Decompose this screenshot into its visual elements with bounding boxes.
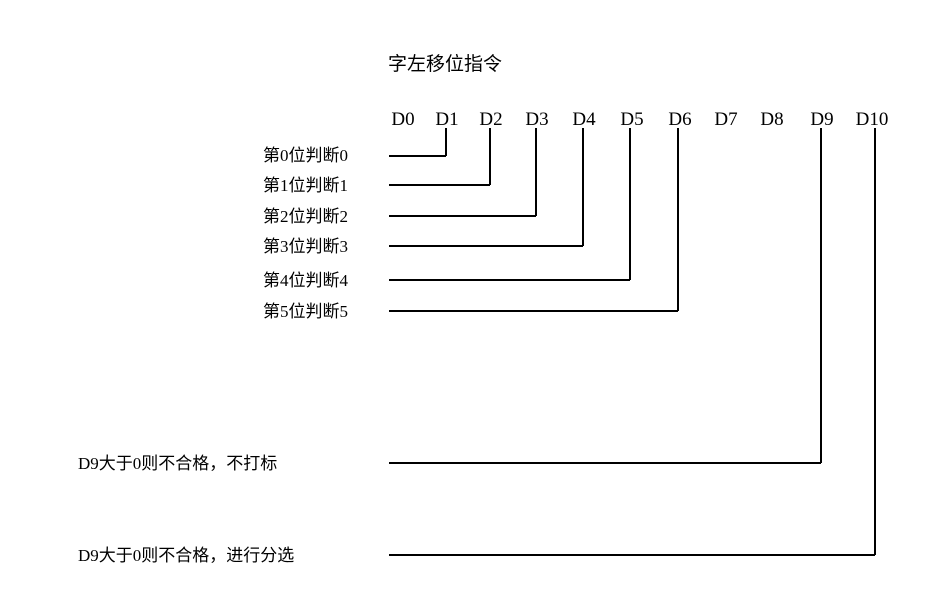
register-label-d10: D10 bbox=[855, 109, 889, 130]
register-label-d5: D5 bbox=[620, 109, 644, 130]
register-label-d6: D6 bbox=[668, 109, 692, 130]
register-label-d1: D1 bbox=[435, 109, 459, 130]
bit-label-5: 第5位判断5 bbox=[263, 302, 348, 321]
bit-label-4: 第4位判断4 bbox=[263, 271, 348, 290]
register-label-d2: D2 bbox=[479, 109, 503, 130]
register-label-d7: D7 bbox=[714, 109, 738, 130]
register-label-d8: D8 bbox=[760, 109, 784, 130]
register-label-d9: D9 bbox=[810, 109, 834, 130]
diagram-title: 字左移位指令 bbox=[388, 54, 503, 75]
bottom-label-1: D9大于0则不合格，进行分选 bbox=[78, 546, 295, 565]
bit-label-2: 第2位判断2 bbox=[263, 207, 348, 226]
register-label-d3: D3 bbox=[525, 109, 549, 130]
bottom-label-0: D9大于0则不合格，不打标 bbox=[78, 454, 278, 473]
register-label-d0: D0 bbox=[391, 109, 415, 130]
bit-label-0: 第0位判断0 bbox=[263, 146, 348, 165]
register-label-d4: D4 bbox=[572, 109, 596, 130]
bit-label-1: 第1位判断1 bbox=[263, 176, 348, 195]
bit-label-3: 第3位判断3 bbox=[263, 237, 348, 256]
